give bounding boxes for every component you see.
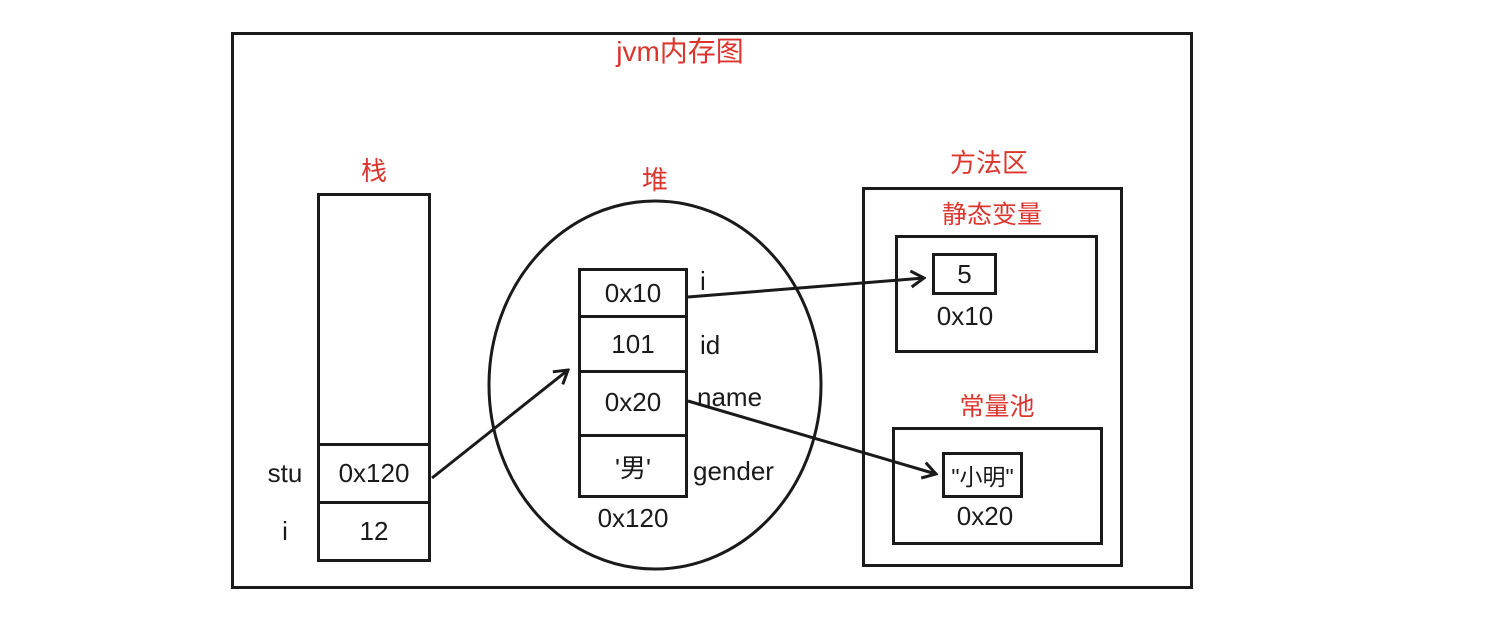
heap-label: 堆: [641, 164, 668, 195]
method-area-label: 方法区: [949, 147, 1028, 178]
static-vars-label: 静态变量: [941, 201, 1042, 229]
heap-cell-i: 0x10: [604, 277, 662, 308]
diagram-title: jvm内存图: [616, 36, 744, 67]
stack-divider-1: [317, 443, 431, 446]
static-value-address: 0x10: [936, 300, 994, 331]
stack-var-stu-value: 0x120: [338, 458, 410, 488]
stack-divider-2: [317, 501, 431, 504]
static-value-box: 5: [932, 253, 997, 295]
heap-table-divider-3: [578, 434, 688, 437]
heap-field-label-gender: gender: [693, 456, 774, 486]
method-area-box: [862, 187, 1123, 567]
heap-cell-gender: '男': [615, 452, 651, 483]
stack-label: 栈: [360, 155, 387, 186]
heap-table-divider-2: [578, 370, 688, 373]
heap-field-label-name: name: [697, 382, 763, 412]
heap-table-divider-1: [578, 315, 688, 318]
heap-cell-id: 101: [611, 328, 655, 359]
heap-field-label-i: i: [700, 266, 706, 296]
constant-value-address: 0x20: [956, 500, 1014, 531]
diagram-outer-frame: [231, 32, 1193, 589]
stack-var-i-value: 12: [359, 516, 389, 546]
heap-field-label-id: id: [700, 330, 721, 360]
heap-cell-name: 0x20: [604, 386, 662, 417]
constant-pool-box: [892, 427, 1103, 545]
constant-value-box: "小明": [942, 452, 1023, 498]
constant-pool-label: 常量池: [959, 393, 1035, 421]
heap-object-address: 0x120: [597, 502, 669, 533]
stack-var-stu-label: stu: [267, 458, 303, 488]
stack-box: [317, 193, 431, 562]
heap-object-table: [578, 268, 688, 498]
stack-var-i-label: i: [282, 516, 288, 546]
static-vars-box: [895, 235, 1098, 353]
